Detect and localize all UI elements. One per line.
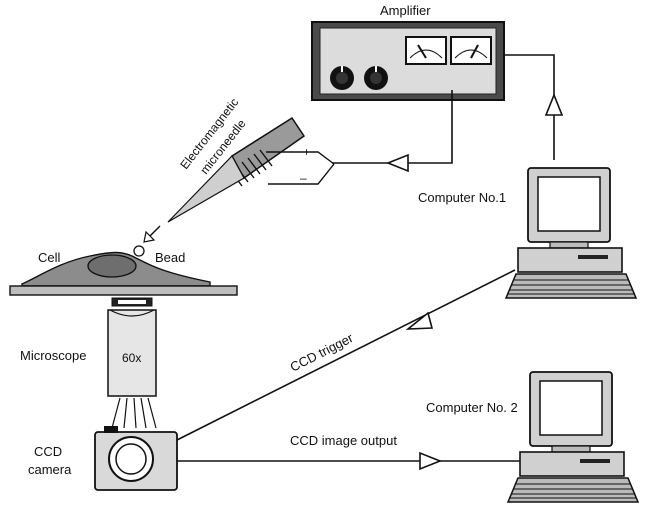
amplifier-label: Amplifier	[380, 3, 431, 18]
ccd-camera	[94, 426, 178, 491]
signal-arrow-icon	[405, 311, 434, 330]
microscope-label: Microscope	[20, 348, 86, 363]
magnification-label: 60x	[122, 351, 141, 365]
ccd-output-label: CCD image output	[290, 433, 397, 448]
computer-1	[504, 167, 638, 299]
signal-arrow-icon	[419, 451, 443, 471]
ccd-camera-label-line1: CCD	[34, 444, 62, 459]
minus-terminal-label: –	[300, 171, 307, 185]
analog-meter-icon	[405, 36, 447, 65]
computer1-label: Computer No.1	[418, 190, 506, 205]
plus-terminal-label: +	[303, 145, 310, 159]
cell-on-stage	[21, 245, 211, 287]
electromagnetic-microneedle	[167, 116, 335, 223]
amplifier-to-needle-wire	[332, 90, 453, 164]
computer2-label: Computer No. 2	[426, 400, 518, 415]
force-arrow-icon	[143, 225, 161, 243]
analog-meter-icon	[450, 36, 492, 65]
cell-label: Cell	[38, 250, 61, 265]
microscope-stage	[9, 285, 238, 296]
amplifier-to-computer1-wire	[504, 54, 555, 160]
microscope-objective	[107, 297, 157, 429]
amplifier	[311, 21, 505, 101]
ccd-trigger-wire	[176, 269, 516, 441]
amplifier-knob-icon	[364, 66, 388, 90]
bead-label: Bead	[155, 250, 185, 265]
amplifier-knob-icon	[330, 66, 354, 90]
computer-2	[506, 371, 640, 503]
signal-arrow-icon	[385, 153, 409, 173]
signal-arrow-icon	[544, 92, 564, 116]
ccd-camera-label-line2: camera	[28, 462, 72, 477]
